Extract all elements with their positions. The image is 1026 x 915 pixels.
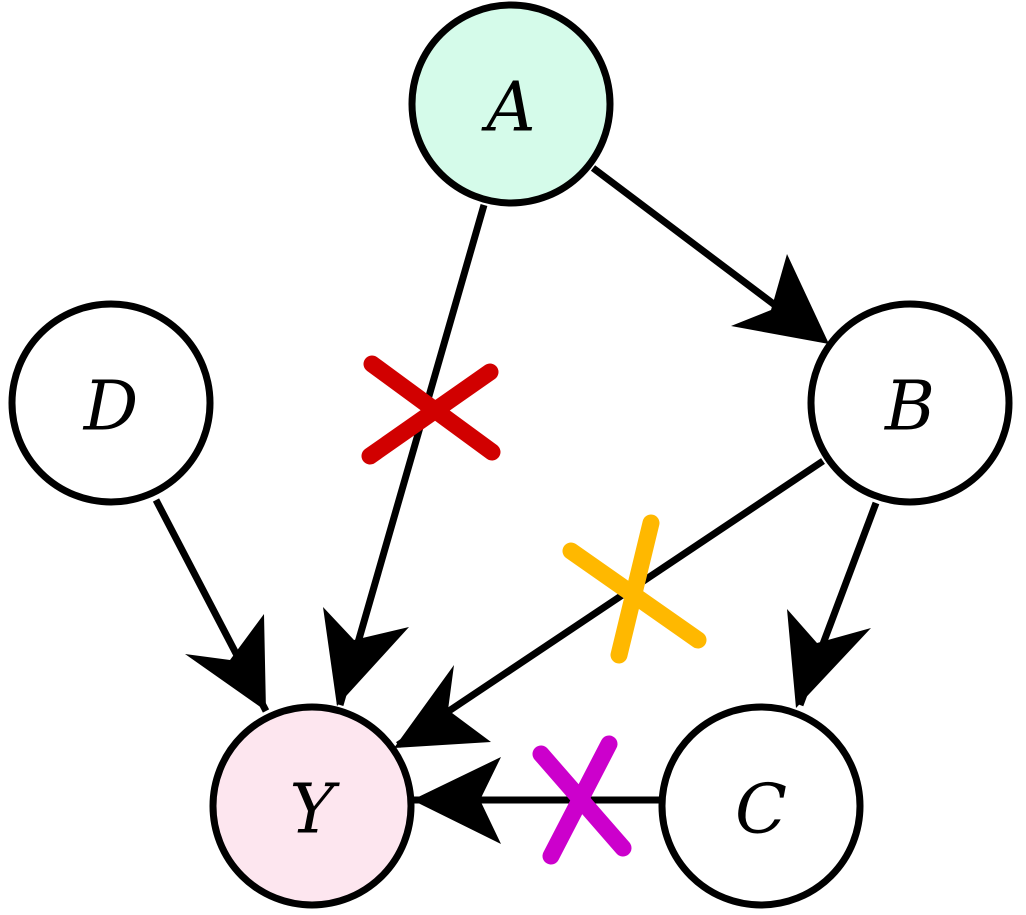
edge-c-y — [412, 735, 659, 865]
node-y-label: Y — [290, 771, 341, 850]
node-c: C — [658, 703, 864, 909]
node-c-label: C — [735, 771, 787, 850]
edge-a-y — [323, 204, 501, 706]
cross-mark-b-y — [562, 514, 707, 664]
node-a-label: A — [480, 69, 535, 148]
edge-d-y — [152, 498, 270, 713]
node-y: Y — [209, 703, 415, 909]
node-b: B — [807, 300, 1013, 506]
cross-mark-a-y — [361, 355, 501, 465]
edge-b-y — [394, 458, 825, 748]
edge-a-b — [590, 165, 829, 344]
node-d: D — [8, 300, 214, 506]
cross-mark-c-y — [532, 735, 632, 865]
node-d-label: D — [82, 368, 139, 447]
node-a: A — [408, 1, 614, 207]
node-b-label: B — [883, 368, 935, 447]
edge-b-c — [787, 501, 880, 708]
